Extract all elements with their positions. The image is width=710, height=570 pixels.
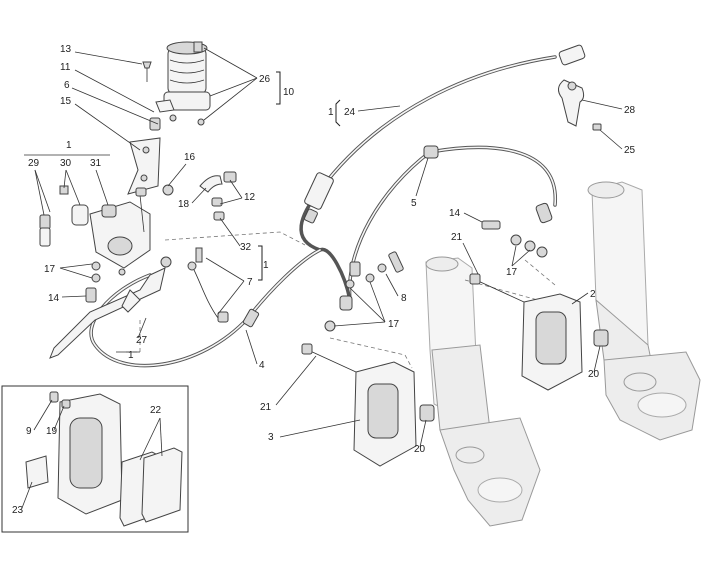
callout-c1c: 1: [128, 350, 134, 361]
hose-fittings: [242, 145, 553, 332]
callout-c14b: 14: [449, 208, 461, 219]
brake-caliper-right: [469, 273, 609, 391]
hose-clamp: [558, 44, 602, 131]
right-fork-leg: [587, 181, 701, 441]
callout-c24: 24: [344, 107, 356, 118]
callout-c4: 4: [259, 360, 265, 371]
callout-c29: 29: [28, 158, 40, 169]
callout-c8: 8: [401, 293, 407, 304]
callout-c7: 7: [247, 277, 253, 288]
callout-c31: 31: [90, 158, 102, 169]
callout-c20b: 20: [414, 444, 426, 455]
callout-c30: 30: [60, 158, 72, 169]
reservoir-bracket: [127, 61, 175, 195]
callout-c9: 9: [26, 426, 32, 437]
callout-c17c: 17: [388, 319, 400, 330]
callout-c18: 18: [178, 199, 190, 210]
callout-c2: 2: [590, 289, 596, 300]
brake-fluid-reservoir: [163, 41, 211, 126]
callout-c13: 13: [60, 44, 72, 55]
callout-c15: 15: [60, 96, 72, 107]
callout-c1b: 1: [263, 260, 269, 271]
callout-c20a: 20: [588, 369, 600, 380]
callout-c10: 10: [283, 87, 295, 98]
callout-c1d: 1: [328, 107, 334, 118]
spare-parts-inset: [1, 385, 189, 533]
brake-lever: [49, 267, 166, 359]
callout-c28: 28: [624, 105, 636, 116]
callout-c12: 12: [244, 192, 256, 203]
callout-c1a: 1: [66, 140, 72, 151]
callout-c26: 26: [259, 74, 271, 85]
left-fork-leg: [425, 256, 541, 527]
callout-c3: 3: [268, 432, 274, 443]
leader-lines: [21, 47, 623, 509]
callout-c17b: 17: [506, 267, 518, 278]
callout-c21a: 21: [451, 232, 463, 243]
brake-caliper-left: [301, 343, 435, 467]
callout-c32: 32: [240, 242, 252, 253]
callout-c22: 22: [150, 405, 162, 416]
callout-c19: 19: [46, 426, 58, 437]
callout-c16: 16: [184, 152, 196, 163]
callout-c27: 27: [136, 335, 148, 346]
brake-hoses: [89, 55, 557, 368]
master-cylinder: [39, 171, 237, 323]
callout-c17a: 17: [44, 264, 56, 275]
callout-c6: 6: [64, 80, 70, 91]
callout-c25: 25: [624, 145, 636, 156]
callout-c5: 5: [411, 198, 417, 209]
callout-c21b: 21: [260, 402, 272, 413]
callout-c14a: 14: [48, 293, 60, 304]
callout-c23: 23: [12, 505, 24, 516]
callout-c11: 11: [60, 62, 71, 73]
